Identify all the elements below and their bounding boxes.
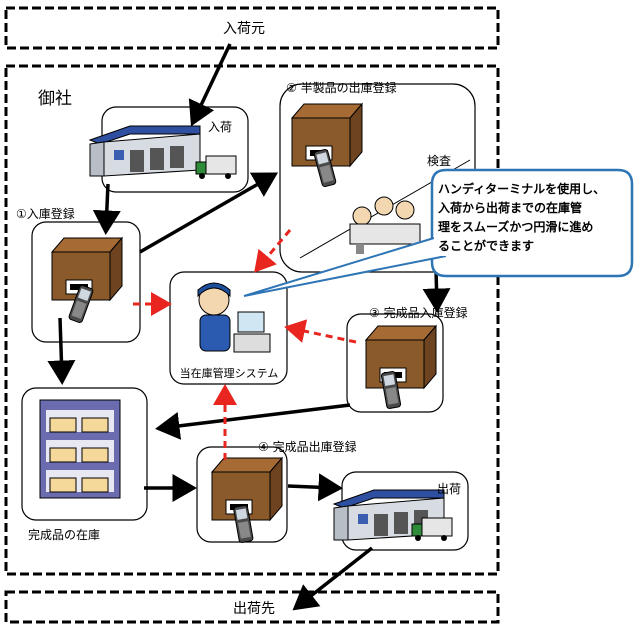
receiving-label: 入荷 xyxy=(208,120,232,134)
inspection-label: 検査 xyxy=(427,154,451,168)
step1-node: ①入庫登録 xyxy=(16,206,141,343)
shipping-node: 出荷 xyxy=(333,471,469,551)
company-label: 御社 xyxy=(38,89,72,109)
computer-icon xyxy=(233,311,271,353)
callout-line-4: ることができます xyxy=(438,239,535,253)
step3-node: ③ 完成品入庫登録 xyxy=(346,305,468,413)
step4-node: ④ 完成品出庫登録 xyxy=(196,439,357,544)
receiving-node: 入荷 xyxy=(89,106,249,193)
company-boundary xyxy=(4,64,500,576)
step1-label: ①入庫登録 xyxy=(16,206,75,221)
inspection-workers-icon xyxy=(349,196,421,254)
stock-label: 完成品の在庫 xyxy=(28,527,100,542)
step2-label: ② 半製品の出庫登録 xyxy=(286,80,397,95)
system-label: 当在庫管理システム xyxy=(180,366,279,380)
operator-icon xyxy=(197,282,231,352)
shelf-icon xyxy=(39,399,121,499)
destination-box xyxy=(4,590,500,624)
data-sync-arrows xyxy=(133,229,357,460)
step3-label: ③ 完成品入庫登録 xyxy=(369,305,468,320)
callout-line-3: 理をスムーズかつ円滑に進め xyxy=(438,220,594,234)
shipping-label: 出荷 xyxy=(437,482,461,496)
flow-arrows xyxy=(47,43,451,611)
callout-text: ハンディターミナルを使用し、 入荷から出荷までの在庫管 理をスムーズかつ円滑に進… xyxy=(438,180,638,256)
callout-line-2: 入荷から出荷までの在庫管 xyxy=(438,201,583,215)
step4-label: ④ 完成品出庫登録 xyxy=(258,439,357,454)
stock-node: 完成品の在庫 xyxy=(21,387,148,542)
callout-line-1: ハンディターミナルを使用し、 xyxy=(438,182,606,196)
callout-bubble xyxy=(243,168,634,297)
source-label: 入荷元 xyxy=(223,21,265,37)
inventory-system-node: 当在庫管理システム xyxy=(169,271,288,385)
destination-label: 出荷先 xyxy=(233,601,275,617)
source-box xyxy=(4,6,500,50)
